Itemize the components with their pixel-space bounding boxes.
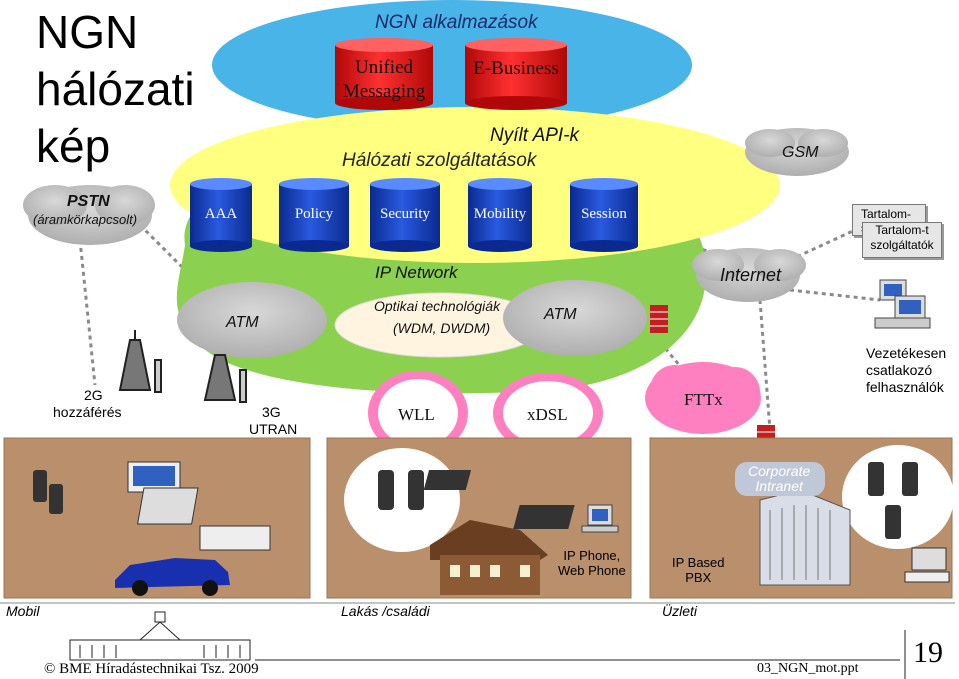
services-label: Hálózati szolgáltatások xyxy=(342,150,537,171)
fttx-label: FTTx xyxy=(684,390,723,409)
open-api-label: Nyílt API-k xyxy=(490,125,580,146)
2g-label-line2: hozzáférés xyxy=(53,404,122,420)
2g-label-line1: 2G xyxy=(84,387,103,403)
corporate-line1: Corporate xyxy=(748,463,811,479)
house-icon xyxy=(430,520,548,595)
title-line-2: hálózati xyxy=(36,63,195,115)
service-cylinders xyxy=(190,178,638,252)
ip-pbx-line2: PBX xyxy=(685,570,712,585)
mobile-phones-icon xyxy=(33,470,63,514)
home-phones-bubble xyxy=(344,448,460,552)
business-laptop-icon xyxy=(904,547,950,583)
gsm-label: GSM xyxy=(782,144,819,161)
service-security-label: Security xyxy=(380,206,430,222)
workstation-icon xyxy=(874,279,931,329)
wired-users-line3: felhasználók xyxy=(866,379,944,395)
3g-label-line1: 3G xyxy=(262,404,281,420)
title-line-1: NGN xyxy=(36,6,139,58)
pstn-cloud xyxy=(23,185,155,245)
pstn-sublabel: (áramkörkapcsolt) xyxy=(33,212,138,227)
pstn-label: PSTN xyxy=(67,193,110,210)
3g-tower-icon xyxy=(203,354,247,403)
optical-label-line1: Optikai technológiák xyxy=(374,298,501,314)
firewall-icon xyxy=(650,305,668,333)
fttx-cloud xyxy=(645,362,761,434)
unified-messaging-cylinder xyxy=(335,38,433,110)
content-provider-front-line1: Tartalom-t xyxy=(875,223,929,237)
wired-users-line1: Vezetékesen xyxy=(866,345,947,361)
footer-copyright-text: BME Híradástechnikai Tsz. 2009 xyxy=(59,661,259,677)
ip-pbx-label: IP Based PBX xyxy=(672,555,725,585)
segment-business: Üzleti xyxy=(662,603,698,619)
bme-building-logo xyxy=(69,611,251,661)
gsm-cloud xyxy=(745,128,849,176)
ip-phone-line2: Web Phone xyxy=(558,563,626,578)
pda-icon xyxy=(127,461,181,493)
footer-filename: 03_NGN_mot.ppt xyxy=(757,661,859,676)
home-pc-icon xyxy=(581,504,619,533)
segment-mobile: Mobil xyxy=(6,603,40,619)
office-building-icon xyxy=(759,489,851,586)
laptop-icon xyxy=(137,487,271,551)
atm-left-label: ATM xyxy=(226,314,259,331)
home-mobile-phones-icon xyxy=(378,470,424,510)
wired-users-line2: csatlakozó xyxy=(866,362,933,378)
title-line-3: kép xyxy=(36,120,111,172)
xdsl-cloud xyxy=(493,373,603,453)
xdsl-label: xDSL xyxy=(527,405,568,424)
atm-right-cloud xyxy=(503,280,647,356)
internet-cloud xyxy=(692,248,806,302)
service-aaa-label: AAA xyxy=(204,206,238,222)
ip-phone-label: IP Phone, Web Phone xyxy=(558,548,626,578)
content-provider-front: Tartalom-t szolgáltatók xyxy=(862,222,942,258)
service-mobility-label: Mobility xyxy=(473,206,527,222)
business-mobile-phones-icon xyxy=(868,462,918,539)
applications-ellipse xyxy=(212,0,692,130)
unified-messaging-label: Unified Messaging xyxy=(342,57,426,102)
service-session-label: Session xyxy=(581,206,627,222)
atm-left-cloud xyxy=(177,282,327,358)
wll-label: WLL xyxy=(398,405,435,424)
ip-pbx-line1: IP Based xyxy=(672,555,725,570)
content-provider-front-line2: szolgáltatók xyxy=(870,238,934,252)
ebusiness-cylinder xyxy=(465,38,567,110)
page-title: NGN hálózati kép xyxy=(36,4,216,175)
ip-phone-line1: IP Phone, xyxy=(563,548,621,563)
page-number: 19 xyxy=(913,636,943,669)
atm-right-label: ATM xyxy=(544,306,577,323)
service-policy-label: Policy xyxy=(294,206,334,222)
applications-label: NGN alkalmazások xyxy=(375,12,538,33)
pbx-phone-icon xyxy=(513,505,575,529)
corporate-line2: Intranet xyxy=(755,478,803,494)
3g-label-line2: UTRAN xyxy=(249,421,298,437)
ip-network-label: IP Network xyxy=(375,263,458,282)
footer-copyright: © BME Híradástechnikai Tsz. 2009 xyxy=(44,661,259,677)
wired-users-label: Vezetékesen csatlakozó felhasználók xyxy=(866,345,946,396)
corporate-intranet-cloud xyxy=(735,462,825,496)
optical-label-line2: (WDM, DWDM) xyxy=(393,320,491,336)
corporate-intranet-label: Corporate Intranet xyxy=(748,464,810,494)
desk-phone-icon xyxy=(423,470,472,490)
segment-home: Lakás /családi xyxy=(341,603,430,619)
car-icon xyxy=(115,558,230,596)
wll-cloud xyxy=(368,371,468,455)
ebusiness-label: E-Business xyxy=(473,58,559,79)
2g-tower-icon xyxy=(118,330,162,393)
internet-label: Internet xyxy=(720,265,782,285)
